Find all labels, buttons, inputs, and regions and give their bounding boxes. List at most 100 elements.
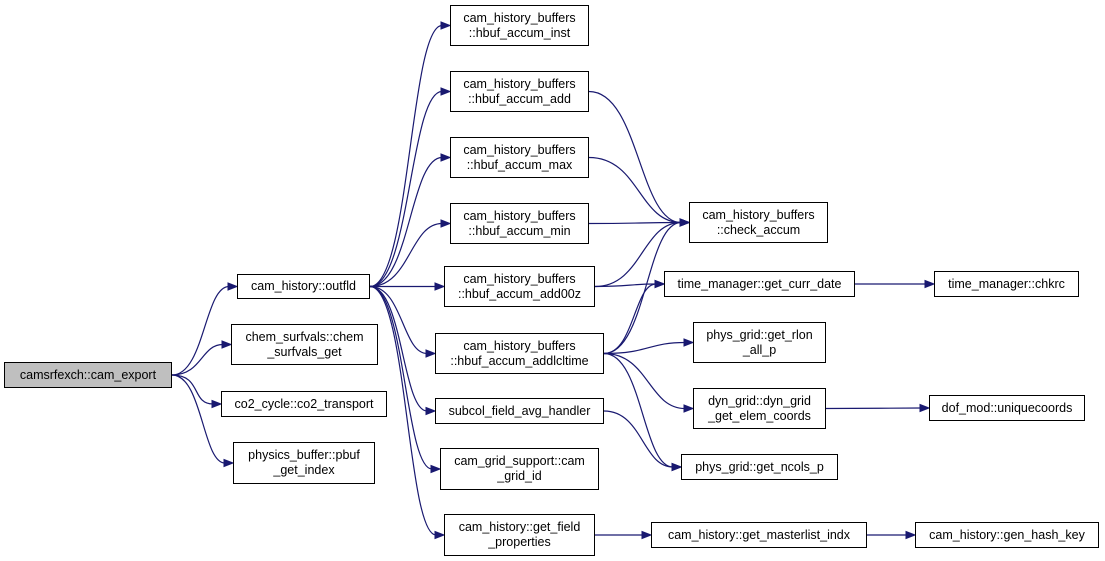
node-label-line: cam_history::get_field [458, 520, 581, 534]
node-label-line: cam_history_buffers [463, 10, 576, 25]
arrowhead-21 [683, 404, 695, 413]
arrowhead-9 [425, 349, 437, 358]
node-pbuf-get-index[interactable]: physics_buffer::pbuf_get_index [233, 442, 375, 484]
node-label-line: cam_history::get_masterlist_indx [667, 527, 851, 542]
node-dyn-grid-get-elem-coords[interactable]: dyn_grid::dyn_grid_get_elem_coords [693, 388, 826, 429]
node-check-accum[interactable]: cam_history_buffers::check_accum [689, 202, 828, 243]
arrowhead-0 [227, 282, 239, 291]
node-label-line: physics_buffer::pbuf [248, 448, 360, 462]
edge-cam_export-to-pbuf_get_index [171, 374, 226, 464]
arrowhead-25 [919, 403, 931, 413]
edge-outfld-to-hbuf_accum_add [369, 90, 443, 288]
node-label-line: cam_grid_support::cam [454, 454, 585, 468]
node-hbuf-accum-addlcltime[interactable]: cam_history_buffers::hbuf_accum_addlclti… [435, 333, 604, 374]
node-label-line: subcol_field_avg_handler [448, 403, 591, 418]
node-hbuf-accum-inst[interactable]: cam_history_buffers::hbuf_accum_inst [450, 5, 589, 46]
node-label-line: _properties [488, 535, 551, 549]
arrowhead-4 [440, 21, 452, 30]
node-label-line: cam_history_buffers [463, 271, 576, 286]
node-subcol-field-avg-handler[interactable]: subcol_field_avg_handler [435, 398, 604, 424]
edge-outfld-to-hbuf_accum_max [369, 156, 443, 288]
edge-hbuf_accum_min-to-check_accum [588, 221, 682, 225]
arrowhead-6 [440, 153, 452, 162]
node-label-line: _grid_id [497, 469, 542, 483]
node-label-line: ::hbuf_accum_inst [468, 25, 571, 40]
edge-hbuf_accum_add-to-check_accum [588, 90, 682, 224]
node-label-line: _get_elem_coords [708, 408, 811, 423]
node-get-rlon-all-p[interactable]: phys_grid::get_rlon_all_p [693, 322, 826, 363]
node-chkrc[interactable]: time_manager::chkrc [934, 271, 1079, 297]
node-gen-hash-key[interactable]: cam_history::gen_hash_key [915, 522, 1099, 548]
node-get-ncols-p[interactable]: phys_grid::get_ncols_p [681, 454, 838, 480]
node-label-line: phys_grid::get_ncols_p [695, 459, 824, 474]
arrowhead-12 [434, 530, 446, 540]
node-label-line: ::hbuf_accum_max [466, 157, 573, 172]
node-label-line: ::hbuf_accum_addlcltime [450, 353, 589, 368]
node-label-line: _get_index [273, 463, 335, 477]
node-hbuf-accum-add[interactable]: cam_history_buffers::hbuf_accum_add [450, 71, 589, 112]
node-hbuf-accum-max[interactable]: cam_history_buffers::hbuf_accum_max [450, 137, 589, 178]
node-chem-surfvals-get[interactable]: chem_surfvals::chem_surfvals_get [231, 324, 378, 365]
arrowhead-1 [221, 340, 233, 349]
arrowhead-26 [641, 530, 653, 540]
node-label-line: chem_surfvals::chem [245, 329, 364, 344]
arrowhead-20 [683, 338, 695, 347]
node-label-line: ::hbuf_accum_add [468, 91, 571, 106]
edge-dyn_grid_get_elem_coords-to-uniquecoords [825, 407, 922, 410]
node-label-line: cam_history_buffers [702, 207, 815, 222]
node-co2-transport[interactable]: co2_cycle::co2_transport [221, 391, 387, 417]
node-hbuf-accum-min[interactable]: cam_history_buffers::hbuf_accum_min [450, 203, 589, 244]
arrowhead-19 [654, 279, 666, 289]
arrowhead-18 [679, 218, 691, 227]
node-label-line: time_manager::get_curr_date [677, 276, 842, 291]
edge-outfld-to-hbuf_accum_inst [369, 24, 443, 288]
node-label-line: co2_cycle::co2_transport [234, 396, 374, 411]
node-label-line: dyn_grid::dyn_grid [708, 393, 811, 408]
edge-subcol_field_avg_handler-to-get_ncols_p [603, 410, 674, 468]
node-label-line: _surfvals_get [267, 344, 342, 359]
edge-hbuf_accum_max-to-check_accum [588, 156, 682, 224]
edge-hbuf_accum_addlcltime-to-get_ncols_p [603, 352, 674, 468]
edge-hbuf_accum_add00z-to-check_accum [594, 221, 682, 288]
arrowhead-7 [440, 219, 452, 228]
edge-hbuf_accum_addlcltime-to-get_curr_date [603, 283, 657, 355]
node-label-line: cam_history_buffers [463, 142, 576, 157]
edge-hbuf_accum_addlcltime-to-dyn_grid_get_elem_coords [603, 352, 686, 410]
node-label-line: camsrfexch::cam_export [19, 367, 157, 382]
node-label-line: cam_history_buffers [463, 338, 576, 353]
arrowhead-2 [211, 399, 223, 409]
node-cam-export: camsrfexch::cam_export [4, 362, 172, 388]
edge-outfld-to-get_field_properties [369, 285, 437, 536]
edge-hbuf_accum_add00z-to-get_curr_date [594, 283, 657, 288]
arrowhead-5 [440, 87, 452, 96]
node-label-line: cam_history::outfld [251, 279, 356, 293]
node-get-masterlist-indx[interactable]: cam_history::get_masterlist_indx [651, 522, 867, 548]
arrowhead-24 [924, 279, 936, 289]
node-label-line: cam_history_buffers [463, 208, 576, 223]
node-get-field-properties[interactable]: cam_history::get_field_properties [444, 514, 595, 556]
edge-outfld-to-hbuf_accum_min [369, 222, 443, 288]
node-label-line: cam_history::gen_hash_key [929, 527, 1085, 542]
node-get-curr-date[interactable]: time_manager::get_curr_date [664, 271, 855, 297]
arrowhead-11 [430, 464, 442, 474]
edge-cam_export-to-co2_transport [171, 374, 214, 405]
node-label-line: cam_history_buffers [463, 76, 576, 91]
arrowhead-3 [223, 458, 235, 468]
arrowhead-8 [434, 282, 446, 291]
node-outfld[interactable]: cam_history::outfld [237, 274, 370, 299]
node-hbuf-accum-add00z[interactable]: cam_history_buffers::hbuf_accum_add00z [444, 266, 595, 307]
node-label-line: _all_p [742, 342, 777, 357]
node-uniquecoords[interactable]: dof_mod::uniquecoords [929, 395, 1085, 421]
arrowhead-23 [671, 462, 683, 472]
edge-cam_export-to-chem_surfvals_get [171, 343, 224, 376]
node-cam-grid-id[interactable]: cam_grid_support::cam_grid_id [440, 448, 599, 490]
edge-cam_export-to-outfld [171, 285, 230, 376]
node-label-line: dof_mod::uniquecoords [941, 400, 1073, 415]
edge-hbuf_accum_addlcltime-to-get_rlon_all_p [603, 341, 686, 355]
node-label-line: phys_grid::get_rlon [706, 327, 813, 342]
arrowhead-27 [905, 530, 917, 540]
node-label-line: ::hbuf_accum_add00z [457, 286, 581, 301]
node-label-line: ::hbuf_accum_min [468, 223, 571, 238]
arrowhead-10 [425, 406, 437, 416]
